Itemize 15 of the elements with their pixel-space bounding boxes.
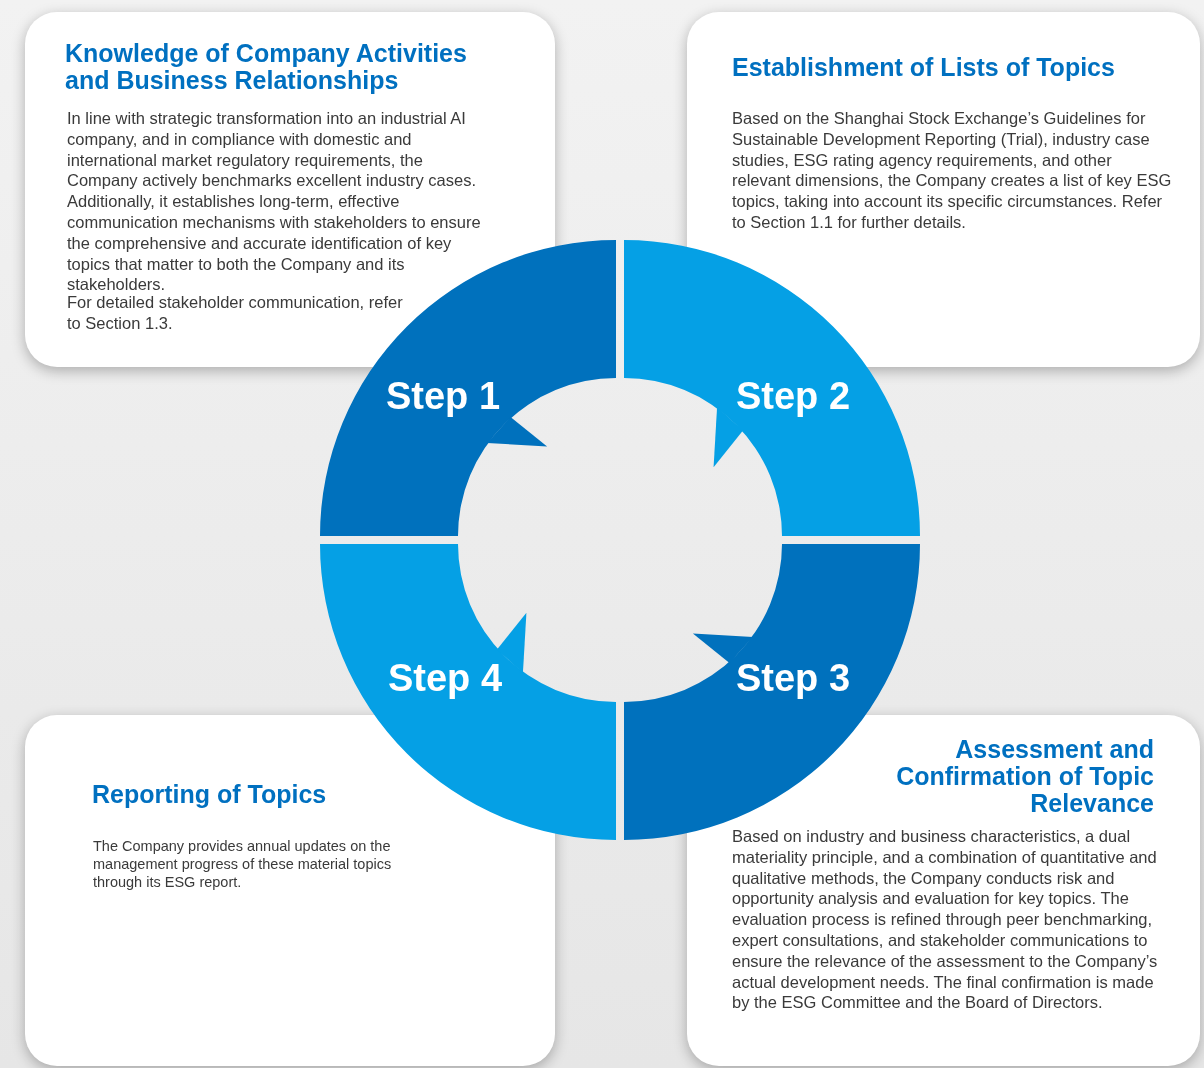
card-body-text: The Company provides annual updates on the management progress of these material topics through its ESG report. (93, 837, 393, 891)
card-title: Establishment of Lists of Topics (732, 54, 1116, 81)
text-card (687, 715, 1200, 1066)
step-label: Step 3 (736, 656, 850, 700)
text-card (25, 715, 555, 1066)
card-title: Knowledge of Company Activities and Business Relationships (65, 40, 468, 94)
card-body-text: Based on industry and business characteristics, a dual materiality principle, and a combination of quantitative and qualitative methods, the Company conducts risk and opportunity analysis and evaluation for key topics. The evaluation process is refined through peer benchmarking, expert consultations, and stakeholder communications to ensure the relevance of the assessment to the Company’s actual development needs. The final confirmation is made by the ESG Committee and the Board of Directors. (732, 826, 1159, 1014)
card-body-text: Based on the Shanghai Stock Exchange’s Guidelines for Sustainable Development Reporting (Trial), industry case studies, ESG rating agency requirements, and other relevant dimensions, the Company creates a list of key ESG topics, taking into account its specific circumstances. Refer to Section 1.1 for further details. (732, 108, 1172, 233)
step-label: Step 4 (388, 656, 502, 700)
card-title: Assessment and Confirmation of Topic Relevance (895, 736, 1154, 817)
step-label: Step 2 (736, 374, 850, 418)
text-card (687, 12, 1200, 367)
step-label: Step 1 (386, 374, 500, 418)
text-card (25, 12, 555, 367)
card-title: Reporting of Topics (92, 781, 328, 808)
